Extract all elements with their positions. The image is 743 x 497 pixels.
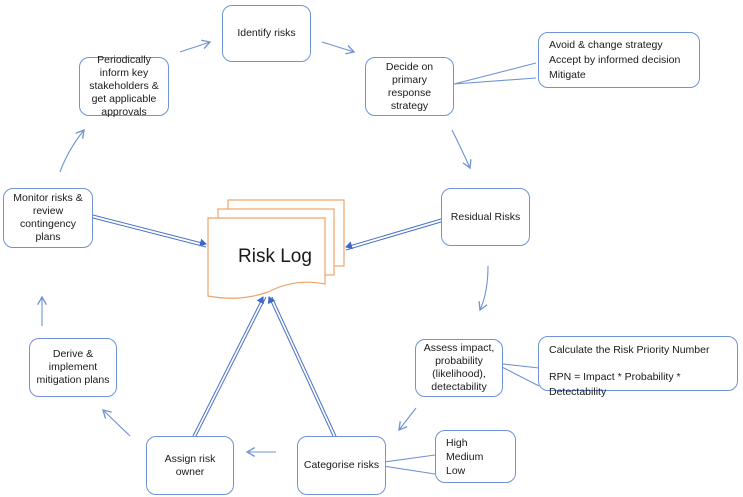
step-label: Monitor risks & review contingency plans	[13, 192, 83, 243]
step-label: Residual Risks	[450, 210, 521, 223]
risk-log-shape	[207, 199, 345, 299]
step-label: Identify risks	[237, 27, 296, 39]
arrow-residual-assess	[478, 265, 489, 312]
arrow-assess-categorise	[398, 407, 417, 432]
step-label: Categorise risks	[303, 459, 380, 471]
arrow-assign-derive	[102, 409, 131, 437]
callout-strategy	[453, 62, 537, 85]
arrow-decide-residual	[451, 129, 472, 170]
step-identify-risks[interactable]: Identify risks	[222, 5, 311, 62]
step-inform-stakeholders[interactable]: Periodically inform key stakeholders & g…	[79, 54, 169, 118]
risk-log-label: Risk Log	[238, 246, 312, 267]
note-rpn: Calculate the Risk Priority Number RPN =…	[538, 336, 738, 398]
note-line: Mitigate	[549, 69, 586, 81]
step-label: Assign risk owner	[164, 452, 216, 478]
note-line: Accept by informed decision	[549, 54, 681, 66]
log-arrows	[92, 214, 442, 437]
step-assign-owner[interactable]: Assign risk owner	[146, 436, 234, 495]
step-assess-impact[interactable]: Assess impact, probability (likelihood),…	[415, 339, 503, 397]
arrow-identify-decide	[321, 41, 356, 55]
step-label: Decide on primary response strategy	[385, 60, 434, 112]
arrow-monitor-inform	[59, 128, 85, 173]
step-residual-risks[interactable]: Residual Risks	[441, 188, 530, 246]
note-line: Calculate the Risk Priority Number	[549, 344, 710, 356]
step-decide-strategy[interactable]: Decide on primary response strategy	[365, 57, 454, 116]
step-label: Derive & implement mitigation plans	[36, 348, 110, 386]
step-derive-mitigation[interactable]: Derive & implement mitigation plans	[29, 338, 117, 397]
step-label: Assess impact, probability (likelihood),…	[423, 342, 495, 393]
step-label: Periodically inform key stakeholders & g…	[89, 54, 159, 118]
note-line: Medium	[446, 451, 484, 463]
arrow-inform-identify	[179, 39, 212, 53]
note-categories: High Medium Low	[435, 430, 516, 483]
note-line: Low	[446, 465, 466, 477]
step-monitor-risks[interactable]: Monitor risks & review contingency plans	[3, 188, 93, 248]
note-strategy-options: Avoid & change strategy Accept by inform…	[538, 32, 700, 88]
step-categorise-risks[interactable]: Categorise risks	[297, 436, 386, 495]
note-line: High	[446, 437, 468, 449]
note-line: RPN = Impact * Probability * Detectabili…	[549, 371, 681, 398]
note-line: Avoid & change strategy	[549, 39, 663, 51]
